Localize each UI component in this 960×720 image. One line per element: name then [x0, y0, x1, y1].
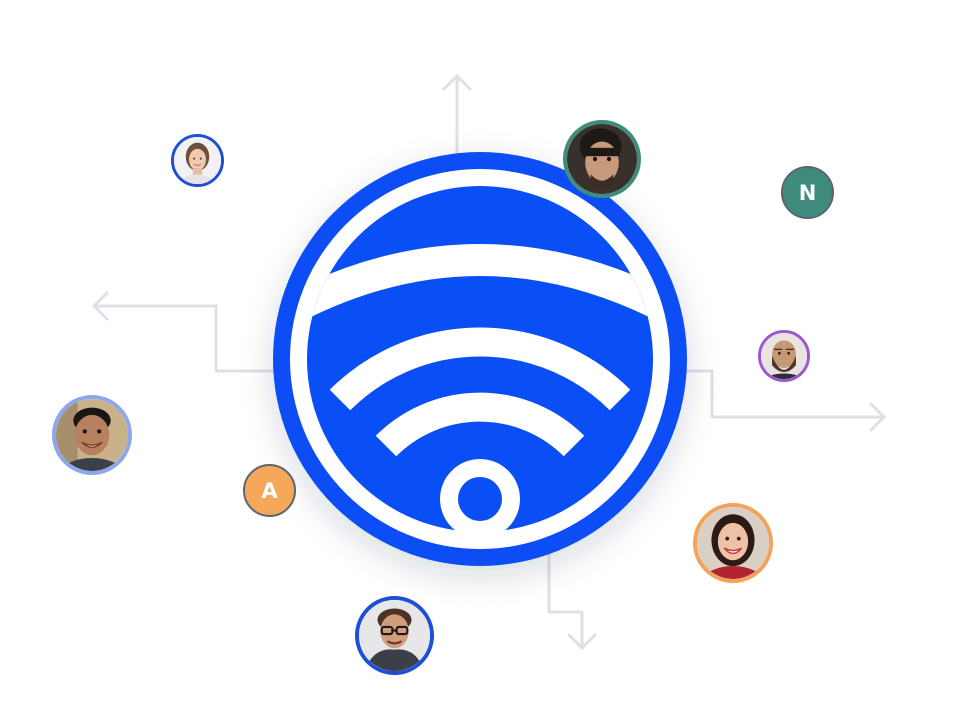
user-photo-man-icon	[567, 124, 637, 194]
avatar-initial-letter: N	[798, 180, 817, 205]
user-photo-smiling-man-icon	[56, 399, 128, 471]
connector-right	[670, 369, 886, 419]
arrow-left-icon	[92, 291, 109, 321]
avatar-woman[interactable]	[171, 134, 224, 187]
avatar-initial-letter: A	[261, 478, 278, 503]
user-photo-woman-smiling-icon	[697, 507, 769, 579]
avatar-smiling-man[interactable]	[52, 395, 132, 475]
arrow-down-icon	[567, 633, 597, 650]
avatar-bearded-man[interactable]	[758, 330, 810, 382]
user-photo-woman-icon	[174, 137, 221, 184]
avatar-man[interactable]	[563, 120, 641, 198]
avatar-initial-n[interactable]: N	[781, 166, 834, 219]
arrow-right-icon	[869, 402, 886, 432]
connector-down	[547, 543, 584, 650]
avatar-initial-a[interactable]: A	[243, 464, 296, 517]
avatar-man-glasses[interactable]	[355, 596, 434, 675]
user-photo-bearded-man-icon	[761, 333, 807, 379]
arrow-up-icon	[442, 74, 472, 91]
avatar-woman-smiling[interactable]	[693, 503, 773, 583]
connector-left	[92, 304, 287, 373]
wifi-dot	[458, 477, 502, 521]
user-photo-man-glasses-icon	[359, 600, 430, 671]
